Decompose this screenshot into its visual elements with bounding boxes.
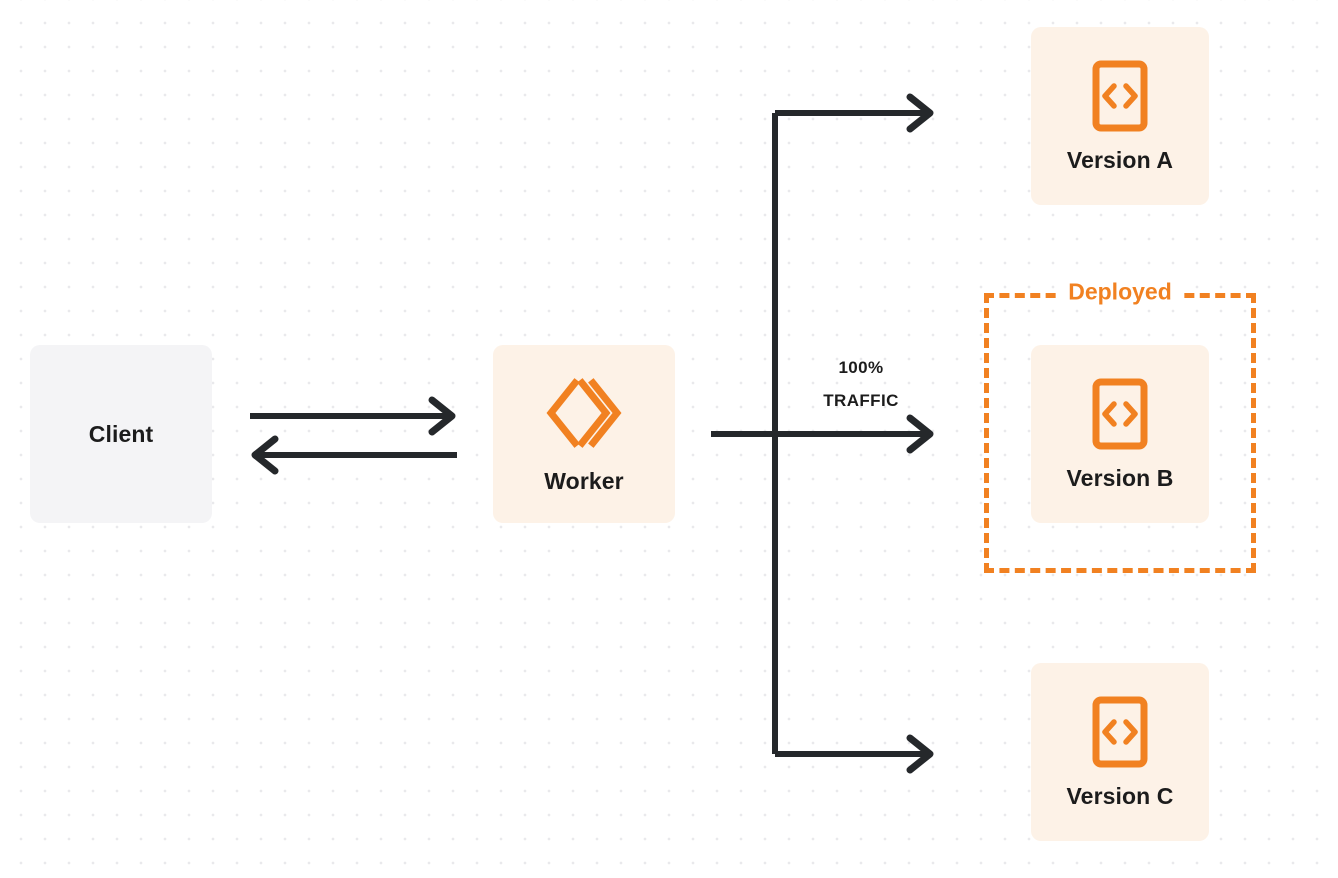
- node-version-a[interactable]: Version A: [1031, 27, 1209, 205]
- traffic-percentage-label: 100% TRAFFIC: [781, 351, 941, 417]
- node-version-b[interactable]: Version B: [1031, 345, 1209, 523]
- node-worker-label: Worker: [544, 467, 624, 494]
- edge-worker-to-client-arrowhead: [251, 435, 279, 475]
- node-client-label: Client: [88, 420, 154, 447]
- code-file-icon: [1091, 59, 1149, 133]
- code-file-icon: [1091, 377, 1149, 451]
- cloudflare-workers-logo-icon: [545, 374, 623, 452]
- node-version-a-label: Version A: [1066, 146, 1174, 173]
- node-version-b-label: Version B: [1066, 464, 1174, 491]
- deployed-group-label: Deployed: [1059, 280, 1181, 304]
- edge-to-version-a-arrowhead: [906, 93, 934, 133]
- deployed-group-box: Deployed: [984, 280, 1256, 573]
- edge-client-to-worker-arrowhead: [428, 396, 456, 436]
- edge-to-version-c-arrowhead: [906, 734, 934, 774]
- code-file-icon: [1091, 695, 1149, 769]
- node-worker[interactable]: Worker: [493, 345, 675, 523]
- node-version-c-label: Version C: [1066, 782, 1174, 809]
- node-client[interactable]: Client: [30, 345, 212, 523]
- edge-to-version-b-arrowhead: [906, 414, 934, 454]
- node-version-c[interactable]: Version C: [1031, 663, 1209, 841]
- traffic-percentage-value: 100%: [838, 358, 884, 377]
- traffic-percentage-caption: TRAFFIC: [823, 391, 899, 411]
